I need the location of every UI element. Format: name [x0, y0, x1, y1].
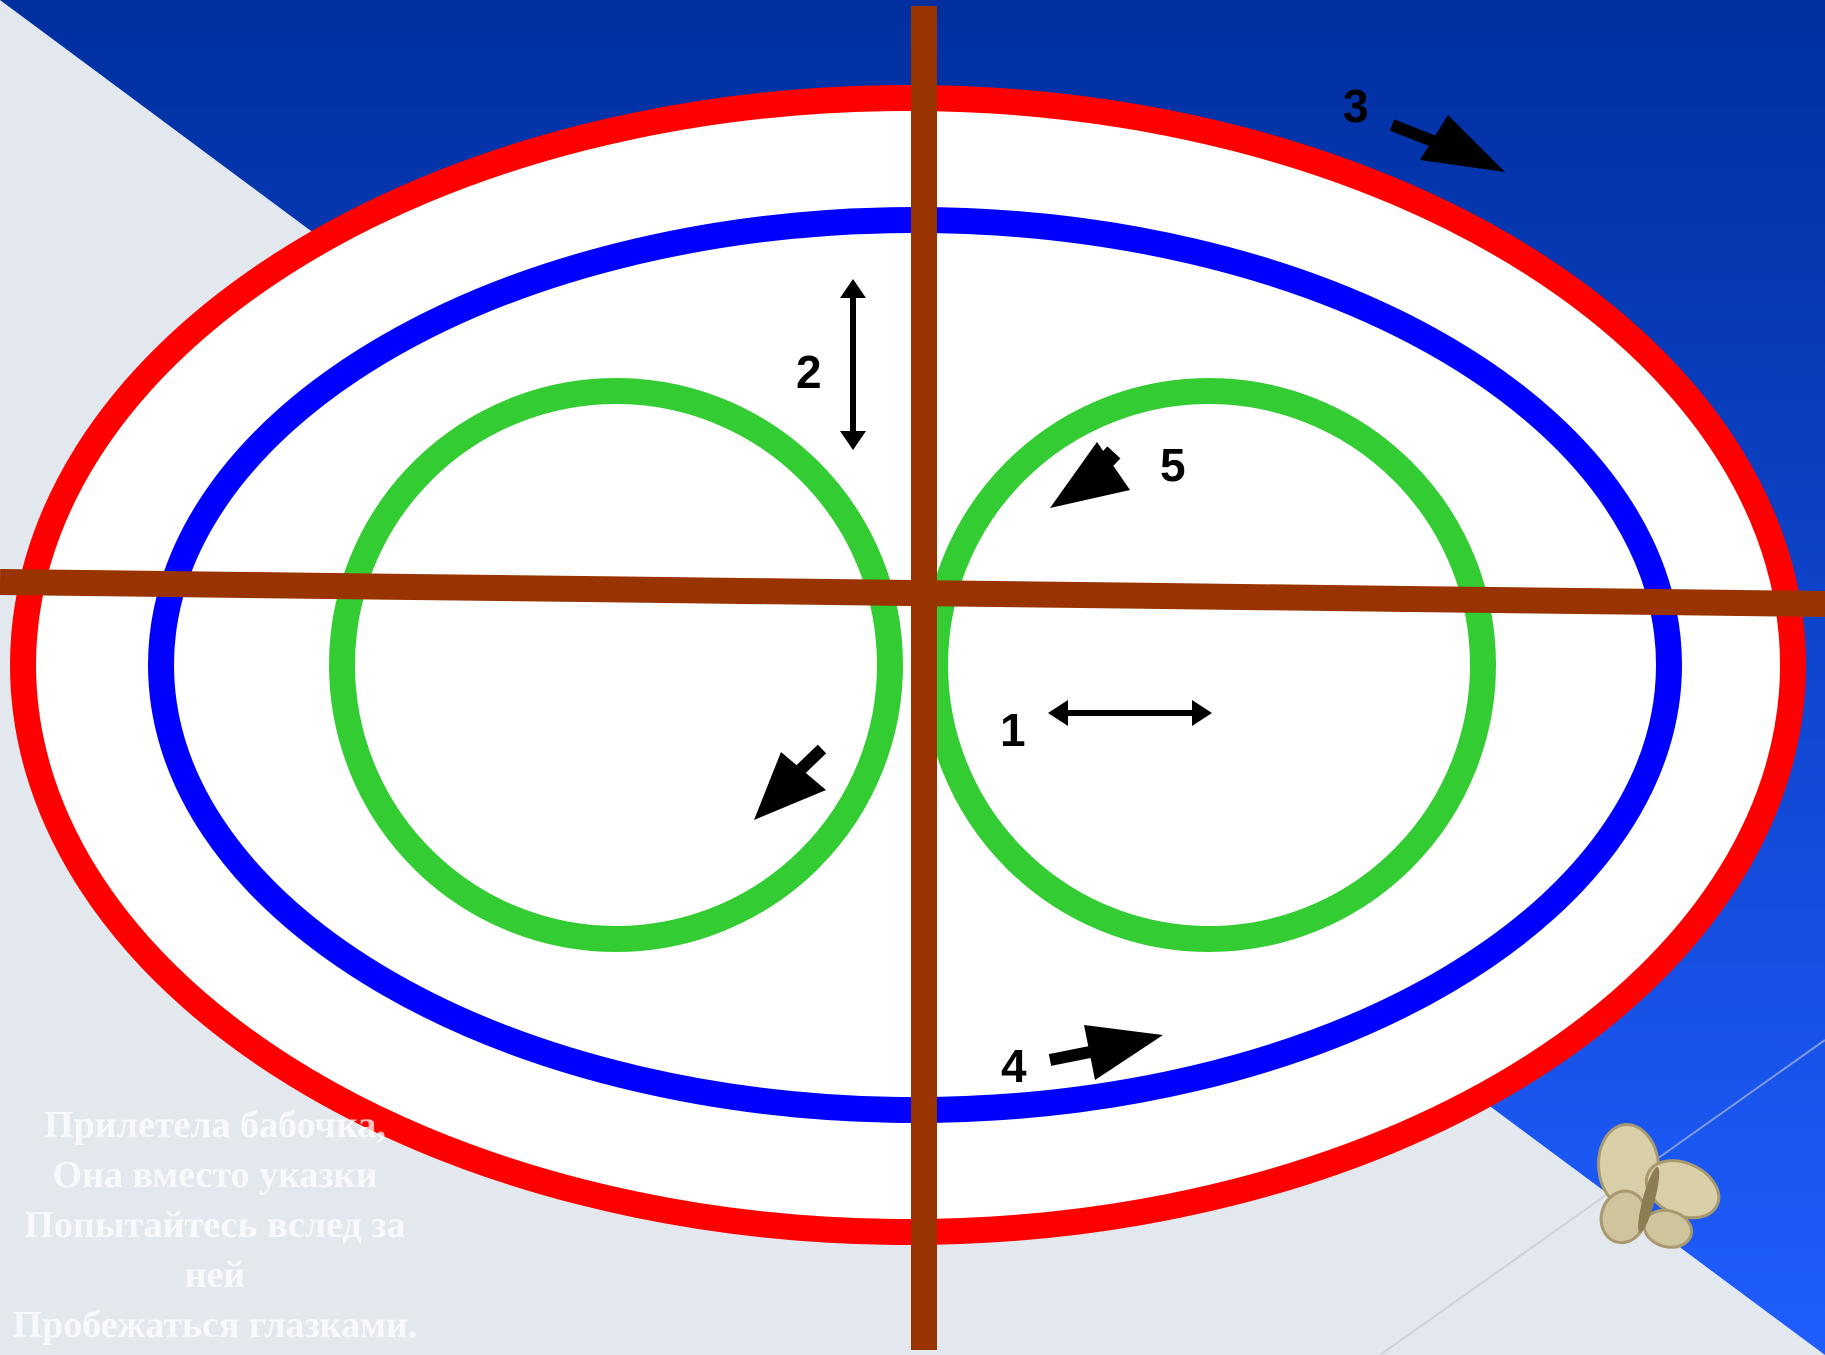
poem-line: Пробежаться глазками.	[0, 1300, 430, 1350]
label-2: 2	[796, 346, 822, 398]
poem-line: Она вместо указки	[0, 1150, 430, 1200]
poem-text: Прилетела бабочка, Она вместо указки Поп…	[0, 1100, 430, 1350]
label-5: 5	[1160, 439, 1186, 491]
poem-line: ней	[0, 1250, 430, 1300]
poem-line: Попытайтесь вслед за	[0, 1200, 430, 1250]
label-1: 1	[1000, 704, 1026, 756]
label-3: 3	[1343, 80, 1369, 132]
label-4: 4	[1001, 1040, 1027, 1092]
poem-line: Прилетела бабочка,	[0, 1100, 430, 1150]
